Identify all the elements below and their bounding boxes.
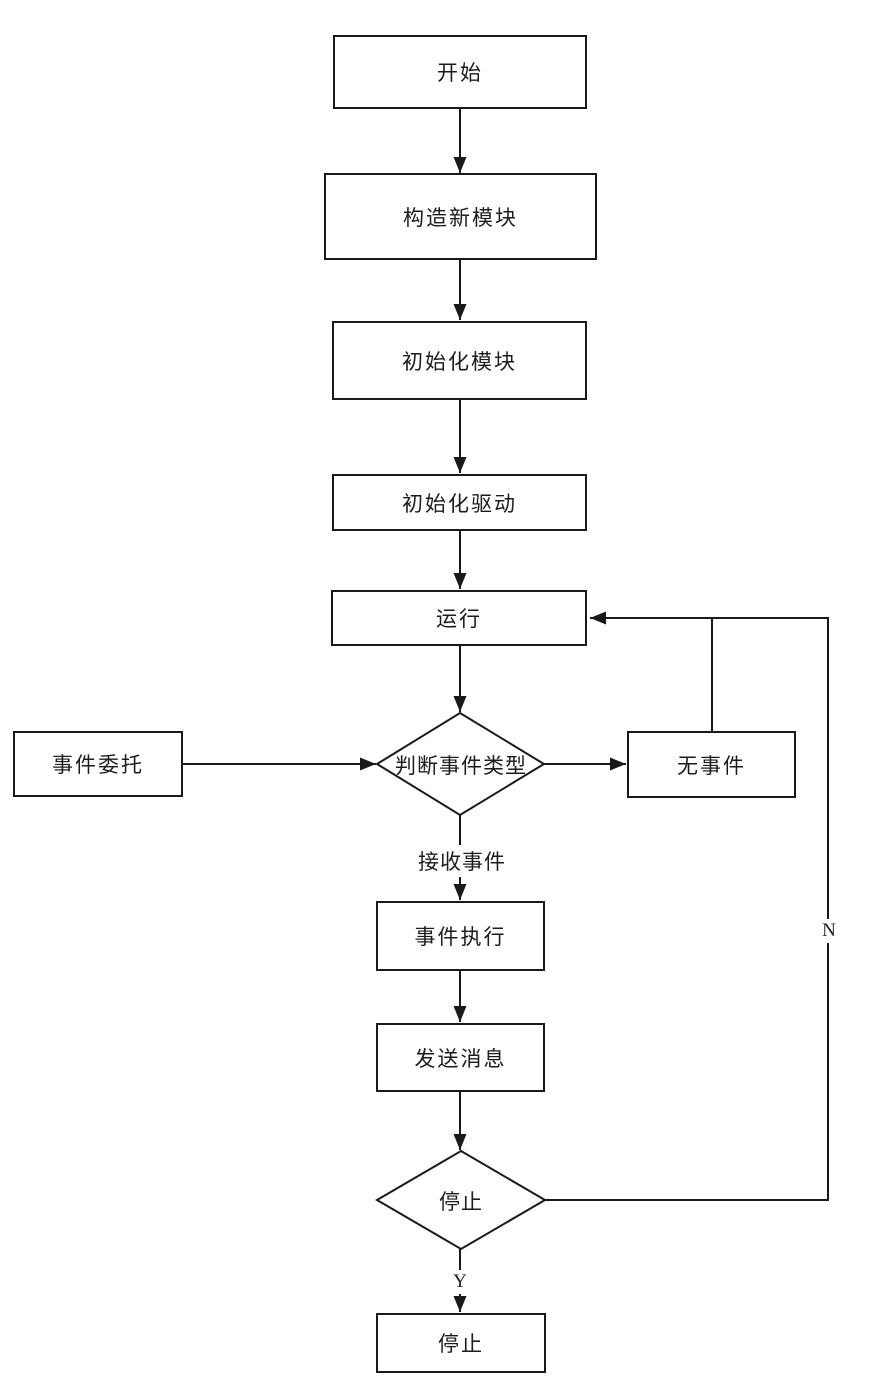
edge-loop-back-to-run bbox=[543, 611, 829, 1201]
node-build-module: 构造新模块 bbox=[324, 173, 597, 260]
edge-label-receive-event: 接收事件 bbox=[414, 845, 510, 877]
stop-decision-diamond bbox=[375, 1149, 547, 1251]
node-event-execute: 事件执行 bbox=[376, 901, 545, 971]
node-stop: 停止 bbox=[376, 1313, 546, 1373]
judge-event-type-diamond bbox=[375, 711, 546, 817]
node-start: 开始 bbox=[333, 35, 587, 109]
node-no-event: 无事件 bbox=[627, 731, 796, 798]
node-init-module: 初始化模块 bbox=[332, 321, 587, 400]
node-run: 运行 bbox=[331, 590, 587, 646]
edge-label-no: N bbox=[818, 919, 840, 943]
node-send-message: 发送消息 bbox=[376, 1023, 545, 1092]
node-event-delegate: 事件委托 bbox=[13, 731, 183, 797]
node-init-driver: 初始化驱动 bbox=[332, 474, 587, 531]
edge-label-yes: Y bbox=[449, 1270, 471, 1294]
node-judge-event-type-label: 判断事件类型 bbox=[395, 754, 527, 778]
node-stop-decision-label: 停止 bbox=[439, 1190, 483, 1214]
